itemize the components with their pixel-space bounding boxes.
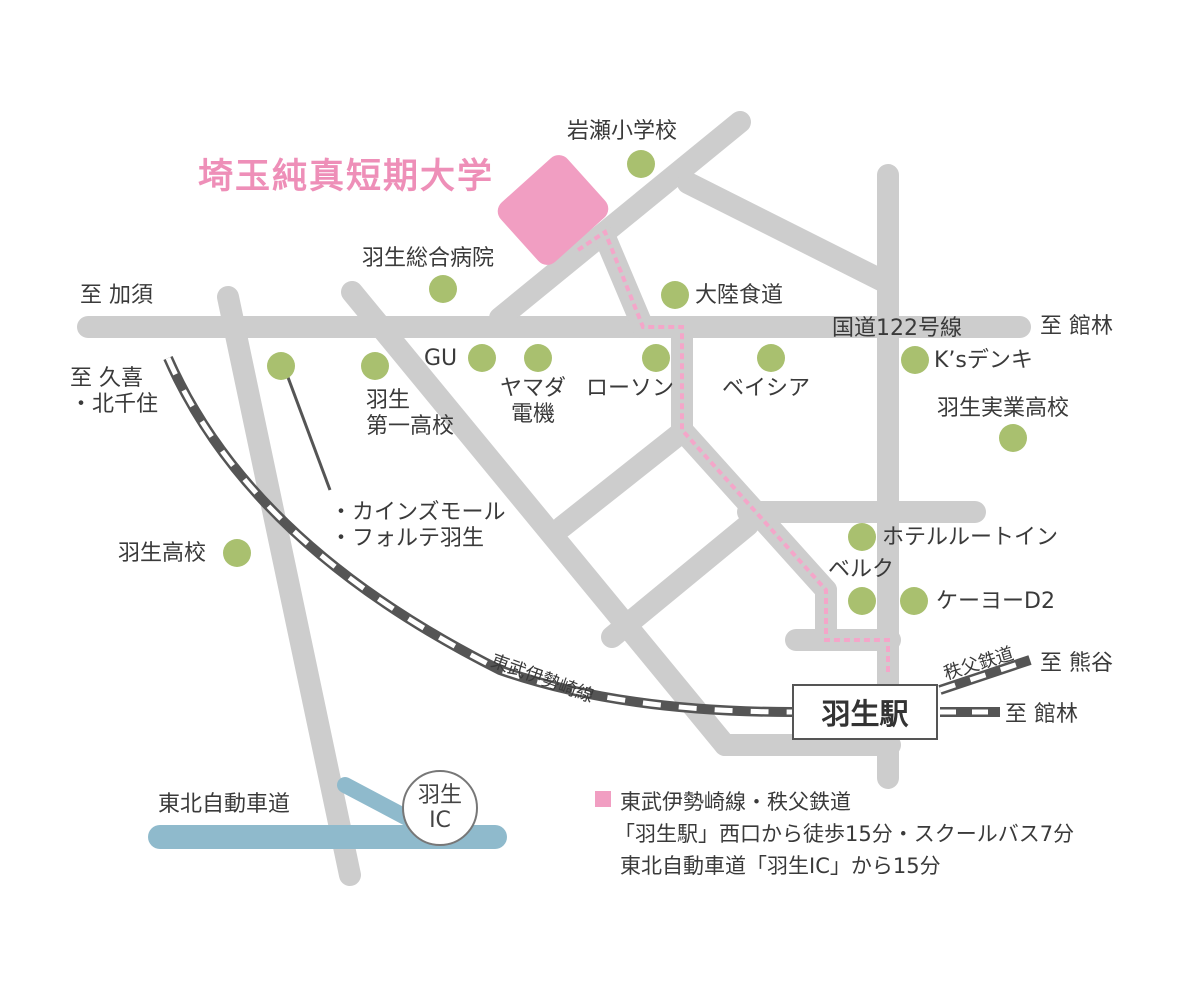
landmark-label-daiichi: 羽生 第一高校 (366, 388, 455, 440)
landmark-label-gu: GU (424, 346, 458, 371)
campus-building[interactable] (493, 150, 613, 270)
road-label-national-route: 国道122号線 (832, 316, 962, 341)
landmark-label-mall: ・カインズモール ・フォルテ羽生 (330, 500, 506, 552)
road-west-north-south (217, 286, 361, 886)
access-legend-square (595, 791, 611, 807)
landmark-dot-hotel (848, 523, 876, 551)
road-branch-west (551, 421, 693, 538)
direction-kuki-kitasenju: 至 久喜 ・北千住 (70, 366, 159, 418)
access-line-1: 東武伊勢崎線・秩父鉄道 (620, 790, 851, 814)
direction-tatebayashi-road: 至 館林 (1040, 314, 1113, 339)
landmark-dot-hospital (429, 275, 457, 303)
landmark-label-lawson: ローソン (586, 376, 675, 401)
hanyu-interchange[interactable]: 羽生 IC (402, 770, 478, 846)
landmark-dot-belc (848, 587, 876, 615)
direction-kumagaya: 至 熊谷 (1040, 651, 1113, 676)
road-northeast-upper (677, 172, 896, 293)
landmark-label-tairiku: 大陸食道 (695, 283, 784, 308)
railway-tobu-isesaki-dashes (165, 356, 793, 715)
landmark-label-yamada: ヤマダ 電機 (500, 376, 567, 428)
landmark-dot-mall (267, 352, 295, 380)
railway-chichibu-dashes (939, 657, 1031, 693)
landmark-dot-gu (468, 344, 496, 372)
landmark-label-hotel: ホテルルートイン (882, 525, 1059, 550)
landmark-label-iwase: 岩瀬小学校 (567, 119, 678, 144)
landmark-dot-ks (901, 346, 929, 374)
landmark-dot-lawson (642, 344, 670, 372)
landmark-dot-hanyu-high (223, 539, 251, 567)
landmark-label-hospital: 羽生総合病院 (362, 246, 495, 271)
landmark-dot-daiichi (361, 352, 389, 380)
direction-kazo: 至 加須 (80, 283, 153, 308)
hanyu-station[interactable]: 羽生駅 (792, 684, 938, 740)
expressway-label: 東北自動車道 (158, 792, 291, 817)
road-lower-diagonal (601, 514, 759, 648)
landmark-dot-keiyo (900, 587, 928, 615)
landmark-dot-yamada (524, 344, 552, 372)
interchange-label-line1: 羽生 (417, 782, 462, 808)
landmark-dot-tairiku (661, 281, 689, 309)
landmark-label-ks: K’sデンキ (934, 348, 1033, 373)
landmark-label-beisia: ベイシア (722, 376, 811, 401)
landmark-label-jitsugyo: 羽生実業高校 (937, 396, 1070, 421)
landmark-dot-beisia (757, 344, 785, 372)
landmark-label-hanyu-high: 羽生高校 (118, 541, 207, 566)
mall-pointer-line (284, 371, 332, 491)
direction-tatebayashi-rail: 至 館林 (1005, 702, 1078, 727)
access-line-3: 東北自動車道「羽生IC」から15分 (620, 854, 941, 878)
campus-name[interactable]: 埼玉純真短期大学 (198, 157, 495, 197)
road-northeast-iwase (489, 111, 751, 329)
road-diagonal-to-station (341, 281, 736, 756)
landmark-label-keiyo: ケーヨーD2 (936, 589, 1055, 614)
access-line-2: 「羽生駅」西口から徒歩15分・スクールバス7分 (614, 822, 1075, 846)
landmark-label-belc: ベルク (828, 557, 895, 582)
landmark-dot-jitsugyo (999, 424, 1027, 452)
landmark-dot-iwase (627, 150, 655, 178)
walking-route (576, 228, 890, 675)
interchange-label-line2: IC (429, 808, 451, 833)
